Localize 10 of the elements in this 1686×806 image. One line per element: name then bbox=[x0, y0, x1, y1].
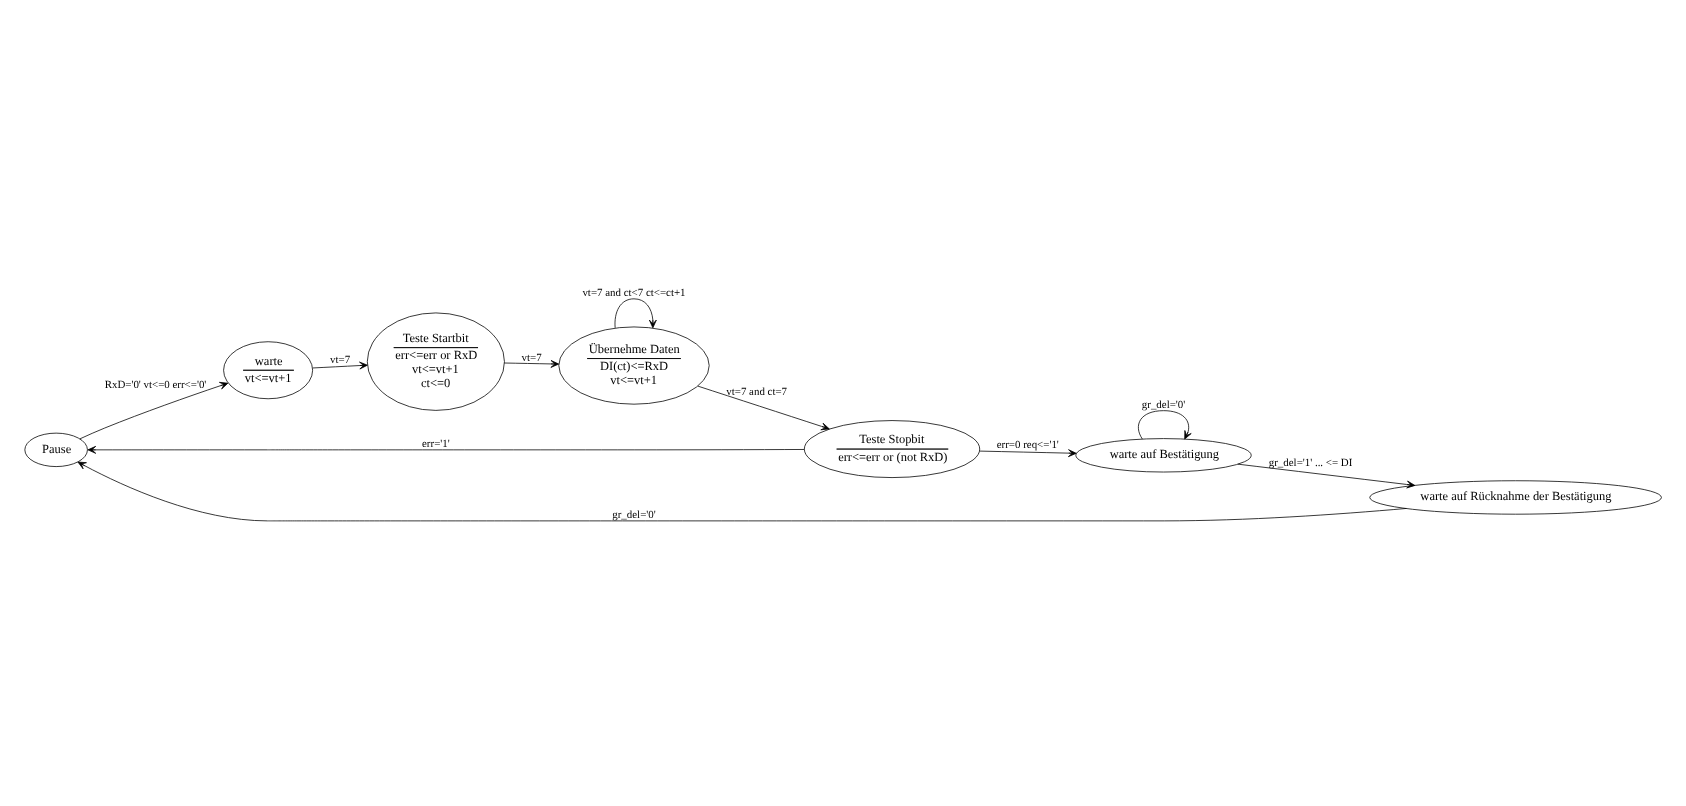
arrow bbox=[87, 444, 805, 453]
arrow bbox=[1138, 409, 1192, 439]
arrow bbox=[1237, 462, 1416, 488]
arrow bbox=[697, 384, 830, 430]
arrow bbox=[77, 460, 1407, 521]
arrow bbox=[79, 380, 229, 439]
arrow bbox=[614, 297, 657, 328]
arrow bbox=[503, 359, 560, 367]
arrow bbox=[312, 360, 368, 369]
arrow bbox=[979, 448, 1077, 457]
